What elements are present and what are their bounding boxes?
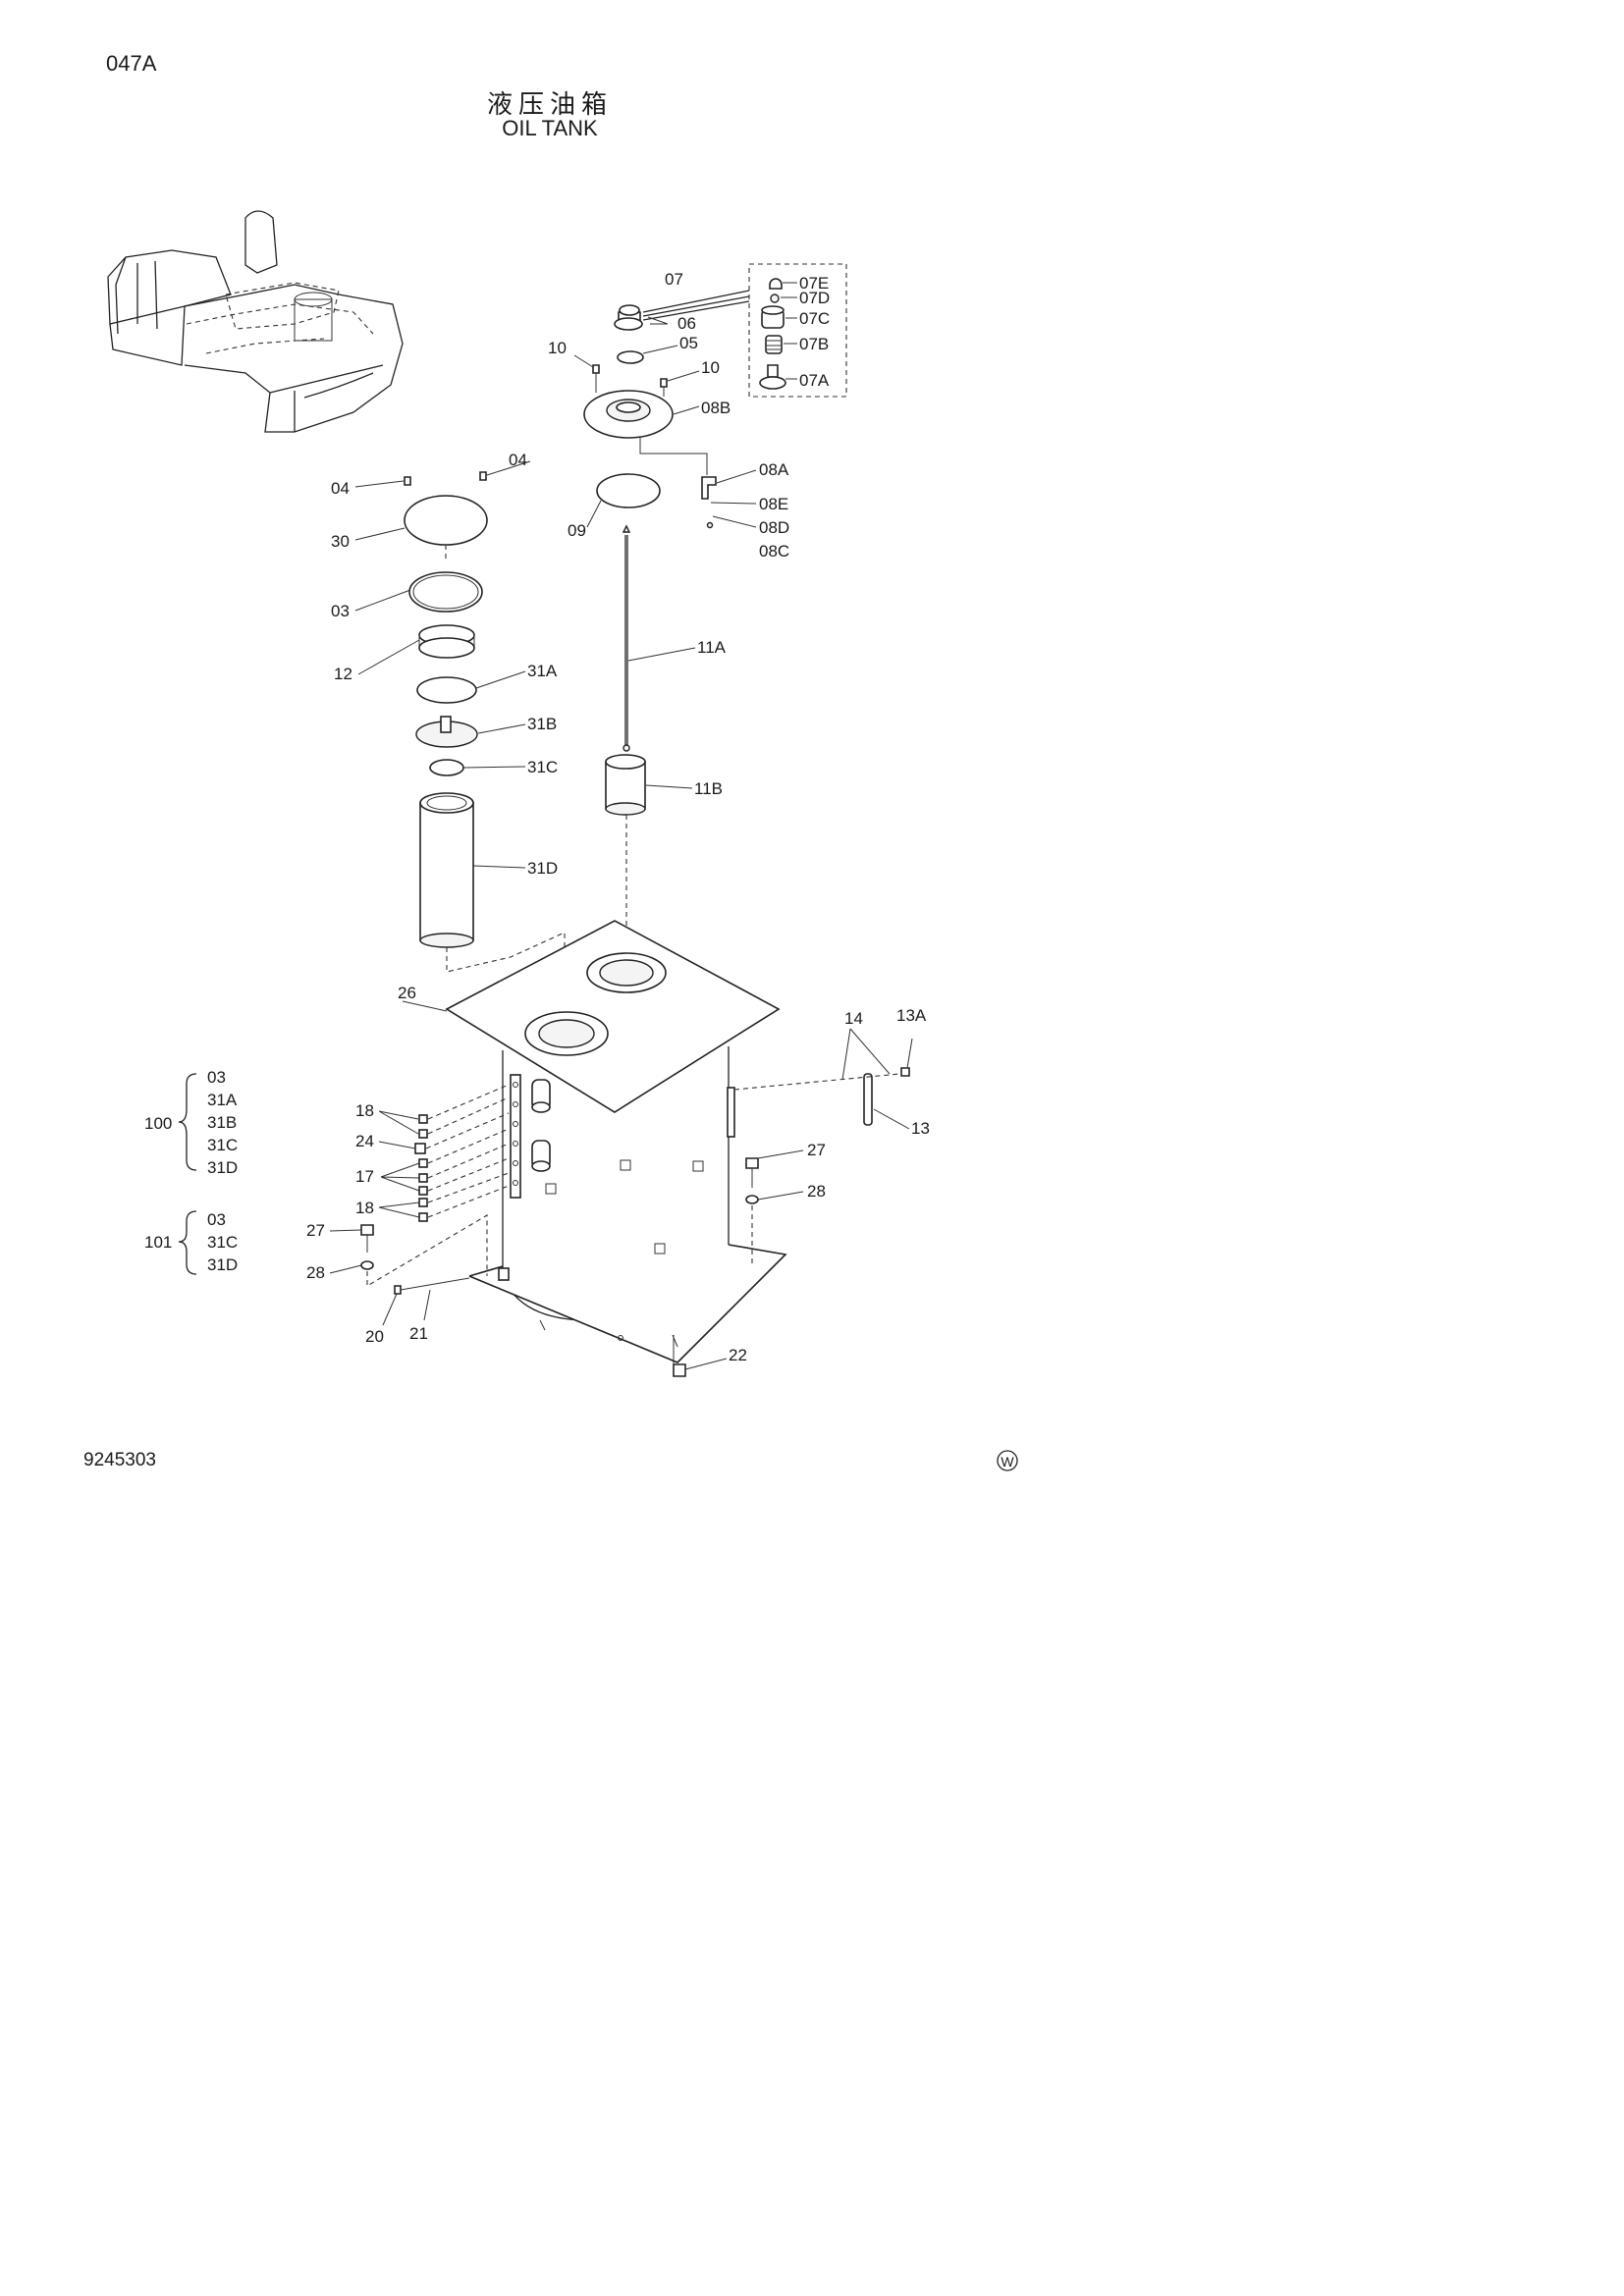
kit-number: 101 xyxy=(144,1233,172,1252)
callout-27-left: 27 xyxy=(306,1221,325,1240)
callout-04-right: 04 xyxy=(509,451,527,469)
callout-30: 30 xyxy=(331,532,350,551)
kit-101: 101 03 31C 31D xyxy=(144,1210,238,1274)
parts-diagram-page: 047A 液压油箱 OIL TANK xyxy=(0,0,1080,1525)
cap-assembly-detail-box xyxy=(748,263,847,398)
callout-13A: 13A xyxy=(896,1006,927,1025)
callout-07C: 07C xyxy=(799,309,830,328)
drawing-number: 9245303 xyxy=(83,1450,156,1470)
kit-item: 31A xyxy=(207,1091,238,1109)
callout-08E: 08E xyxy=(759,495,788,513)
callout-09: 09 xyxy=(568,521,586,540)
callout-03: 03 xyxy=(331,602,350,620)
callout-18-lower: 18 xyxy=(355,1199,374,1217)
kit-number: 100 xyxy=(144,1114,172,1133)
page-code: 047A xyxy=(106,51,157,76)
callout-20: 20 xyxy=(365,1327,384,1346)
callout-07A: 07A xyxy=(799,371,830,390)
callout-13: 13 xyxy=(911,1119,930,1138)
callout-07: 07 xyxy=(665,270,683,289)
callout-labels: 07 07E 07D 07C 07B 07A 06 05 10 10 08B 0… xyxy=(306,270,930,1364)
callout-26: 26 xyxy=(398,984,416,1002)
callout-10-right: 10 xyxy=(701,358,720,377)
sight-gauge-group xyxy=(733,1028,913,1130)
kit-item: 31C xyxy=(207,1136,238,1154)
callout-06: 06 xyxy=(677,314,696,333)
callout-14: 14 xyxy=(844,1009,863,1028)
plate-08B-group xyxy=(573,354,757,529)
mount-bolt-right xyxy=(745,1149,804,1266)
callout-22: 22 xyxy=(729,1346,747,1364)
callout-08D: 08D xyxy=(759,518,789,537)
corner-w-mark: W xyxy=(997,1450,1018,1471)
strainer-rod-group xyxy=(605,524,696,972)
callout-31A: 31A xyxy=(527,662,558,680)
callout-07B: 07B xyxy=(799,335,829,353)
return-filter-stack xyxy=(354,460,566,1016)
gasket-09 xyxy=(586,473,661,528)
mount-bolt-left xyxy=(329,1214,488,1326)
callout-05: 05 xyxy=(679,334,698,352)
callout-04-left: 04 xyxy=(331,479,350,498)
callout-07E: 07E xyxy=(799,274,829,293)
kit-item: 31B xyxy=(207,1113,237,1132)
title-english: OIL TANK xyxy=(502,116,598,140)
callout-28-right: 28 xyxy=(807,1182,826,1201)
callout-24: 24 xyxy=(355,1132,374,1150)
kit-brackets xyxy=(178,1073,197,1275)
oil-tank-exploded-view: 07 07E 07D 07C 07B 07A 06 05 10 10 08B 0… xyxy=(83,210,1018,1471)
callout-12: 12 xyxy=(334,665,352,683)
callout-10-left: 10 xyxy=(548,339,567,357)
callout-18-upper: 18 xyxy=(355,1101,374,1120)
callout-08A: 08A xyxy=(759,460,789,479)
corner-mark-letter: W xyxy=(1001,1454,1014,1469)
oil-tank-body xyxy=(402,920,787,1377)
callout-21: 21 xyxy=(409,1324,428,1343)
title-chinese: 液压油箱 xyxy=(486,89,613,119)
callout-27-right: 27 xyxy=(807,1141,826,1159)
kit-item: 31C xyxy=(207,1233,238,1252)
kit-item: 31D xyxy=(207,1158,238,1177)
callout-31C: 31C xyxy=(527,758,558,776)
breather-cap-group xyxy=(614,290,750,364)
fittings-group xyxy=(378,1084,510,1222)
callout-28-left: 28 xyxy=(306,1263,325,1282)
callout-17: 17 xyxy=(355,1167,374,1186)
kit-item: 03 xyxy=(207,1068,226,1087)
kit-item: 03 xyxy=(207,1210,226,1229)
callout-08C: 08C xyxy=(759,542,789,561)
callout-11A: 11A xyxy=(697,638,727,657)
callout-31D: 31D xyxy=(527,859,558,878)
callout-08B: 08B xyxy=(701,399,731,417)
callout-07D: 07D xyxy=(799,289,830,307)
kit-item: 31D xyxy=(207,1255,238,1274)
callout-11B: 11B xyxy=(694,779,723,798)
callout-31B: 31B xyxy=(527,715,557,733)
kit-100: 100 03 31A 31B 31C 31D xyxy=(144,1068,238,1177)
excavator-location-sketch xyxy=(107,210,404,433)
